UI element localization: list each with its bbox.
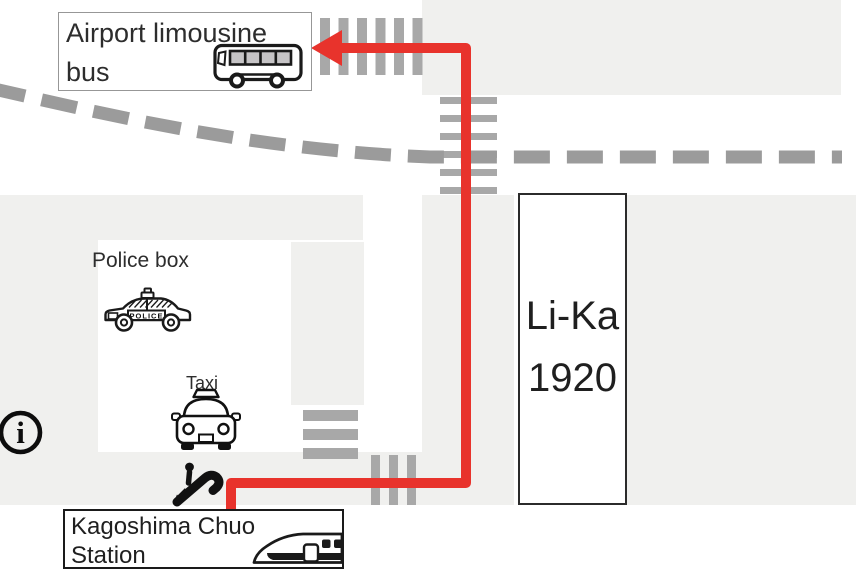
station-line1: Kagoshima Chuo: [71, 513, 256, 540]
block-bottom-band: [0, 452, 493, 505]
shinkansen-icon: [252, 532, 344, 564]
crosswalk-top: [320, 18, 423, 75]
block-right-outer: [627, 195, 856, 505]
station-line2: Station: [71, 541, 146, 569]
airport-bus-line1: Airport limousine: [66, 18, 268, 48]
airport-bus-line2: bus: [66, 56, 110, 87]
block-mid-column: [291, 242, 364, 405]
airport-bus-label: Airport limousine bus: [58, 12, 312, 91]
police-car-icon: POLICE: [104, 287, 192, 332]
taxi-label: Taxi: [186, 373, 219, 393]
escalator-icon: [172, 462, 224, 507]
block-top-right: [422, 0, 841, 95]
lika-line2: 1920: [528, 356, 617, 400]
info-icon: i: [0, 410, 43, 455]
police-car-text: POLICE: [130, 311, 164, 320]
police-box-label: Police box: [92, 249, 189, 272]
crosswalk-bottom: [371, 455, 416, 505]
block-top-band: [0, 195, 363, 240]
lika-line1: Li-Ka: [525, 294, 620, 338]
crosswalk-middle: [440, 97, 497, 194]
bus-icon: [213, 43, 303, 89]
info-symbol: i: [16, 415, 25, 450]
station-label: Kagoshima Chuo Station: [63, 509, 344, 569]
taxi-icon: [171, 388, 241, 450]
block-left-column: [0, 240, 98, 452]
lika-building: Li-Ka 1920: [518, 193, 627, 505]
dashed-road: [0, 83, 842, 164]
crosswalk-mid-lower: [303, 410, 358, 459]
